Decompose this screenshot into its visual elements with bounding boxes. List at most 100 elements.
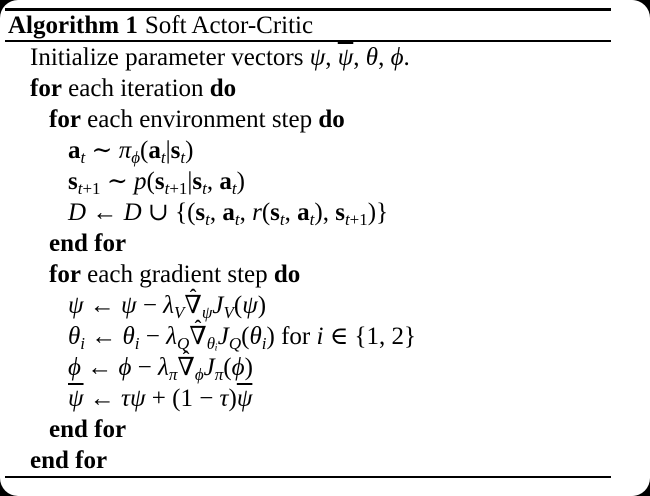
token: i <box>316 323 324 350</box>
token: , <box>378 44 391 71</box>
algorithm-line: Initialize parameter vectors ψ, ψ, θ, ϕ. <box>0 42 650 73</box>
token: ψ <box>309 44 326 71</box>
token: {( <box>175 199 196 226</box>
token: ) <box>314 199 323 226</box>
token: t <box>80 148 86 168</box>
token: do <box>318 106 345 133</box>
token: for <box>30 75 62 102</box>
algorithm-line: end for <box>0 228 650 259</box>
token: ← <box>80 354 119 381</box>
token: ϕ <box>390 44 404 71</box>
token: +1 <box>82 179 101 199</box>
token: D <box>68 199 87 226</box>
token: ∼ <box>100 168 135 195</box>
token: , <box>325 44 338 71</box>
token: λ <box>158 354 169 381</box>
token: τ <box>219 385 229 412</box>
token: | <box>187 168 193 195</box>
token: − <box>139 323 167 350</box>
token: t <box>279 210 285 230</box>
hat-mark: ˆ <box>194 317 202 339</box>
hat-mark: ˆ <box>189 286 197 308</box>
token: s <box>270 199 280 226</box>
token: s <box>154 168 165 195</box>
token: ϕ <box>68 354 81 381</box>
token: θ <box>249 323 262 350</box>
token: D <box>123 199 142 226</box>
token: ← <box>83 292 122 319</box>
token: r <box>252 199 262 226</box>
token: π <box>214 365 224 385</box>
token: J <box>212 292 224 319</box>
token: s <box>335 199 345 226</box>
token: end for <box>49 416 127 443</box>
token: s <box>170 137 181 164</box>
token: Q <box>228 334 242 354</box>
algorithm-line: D ← D ∪ {(st, at, r(st, at), st+1)} <box>0 197 650 230</box>
hat-operator: ˆ∇ <box>189 317 206 352</box>
token: π <box>168 365 178 385</box>
hat-operator: ˆ∇ <box>177 348 194 383</box>
token: a <box>148 137 161 164</box>
token: i <box>134 334 140 354</box>
token: ∇ <box>184 292 202 319</box>
token: do <box>273 261 301 288</box>
overbar-symbol: ψ <box>337 44 354 71</box>
token: each iteration <box>61 75 210 102</box>
algorithm-body: Initialize parameter vectors ψ, ψ, θ, ϕ.… <box>0 42 650 476</box>
token: a <box>222 199 235 226</box>
token: τ <box>121 385 130 412</box>
token: , <box>322 199 336 226</box>
token: t <box>344 210 350 230</box>
bottom-rule <box>5 476 611 478</box>
token: )} <box>367 199 389 226</box>
token: for <box>49 261 81 288</box>
token: + (1 − <box>145 385 220 412</box>
token: for <box>274 323 317 350</box>
algorithm-line: for each iteration do <box>0 73 650 104</box>
token: +1 <box>349 210 368 230</box>
token: ϕ <box>118 354 132 381</box>
token: . <box>403 44 410 71</box>
token: t <box>202 179 207 199</box>
token: ψ <box>201 303 213 323</box>
token: ) <box>244 354 253 381</box>
top-rule <box>5 8 611 11</box>
algorithm-line: for each gradient step do <box>0 259 650 290</box>
hat-operator: ˆ∇ <box>184 286 202 321</box>
token: t <box>234 210 240 230</box>
algorithm-line: ψ ← τψ + (1 − τ)ψ <box>0 383 650 414</box>
token: t <box>164 179 170 199</box>
token: J <box>217 323 229 350</box>
token: | <box>165 137 171 164</box>
token: end for <box>49 230 127 257</box>
token: Initialize parameter vectors <box>30 44 310 71</box>
token: end for <box>30 447 108 474</box>
token: ( <box>223 354 232 381</box>
token: s <box>68 168 78 195</box>
algorithm-line: st+1 ∼ p(st+1|st, at) <box>0 166 650 199</box>
token: ( <box>241 323 250 350</box>
algorithm-line: at ∼ πϕ(at|st) <box>0 135 650 168</box>
token: ψ <box>242 292 258 319</box>
token: ϕ <box>194 365 204 385</box>
algorithm-line: end for <box>0 445 650 476</box>
token: s <box>192 168 203 195</box>
token: a <box>68 137 81 164</box>
token: each environment step <box>80 106 319 133</box>
token: ) <box>236 168 245 195</box>
token: λ <box>163 292 174 319</box>
token: ϕ <box>231 354 245 381</box>
token: θᵢ <box>206 334 218 354</box>
token: θ <box>68 323 81 350</box>
token: ϕ <box>131 148 141 168</box>
algorithm-title: Soft Actor-Critic <box>144 12 314 39</box>
token: ( <box>146 168 155 195</box>
token: a <box>219 168 232 195</box>
token: − <box>131 354 159 381</box>
